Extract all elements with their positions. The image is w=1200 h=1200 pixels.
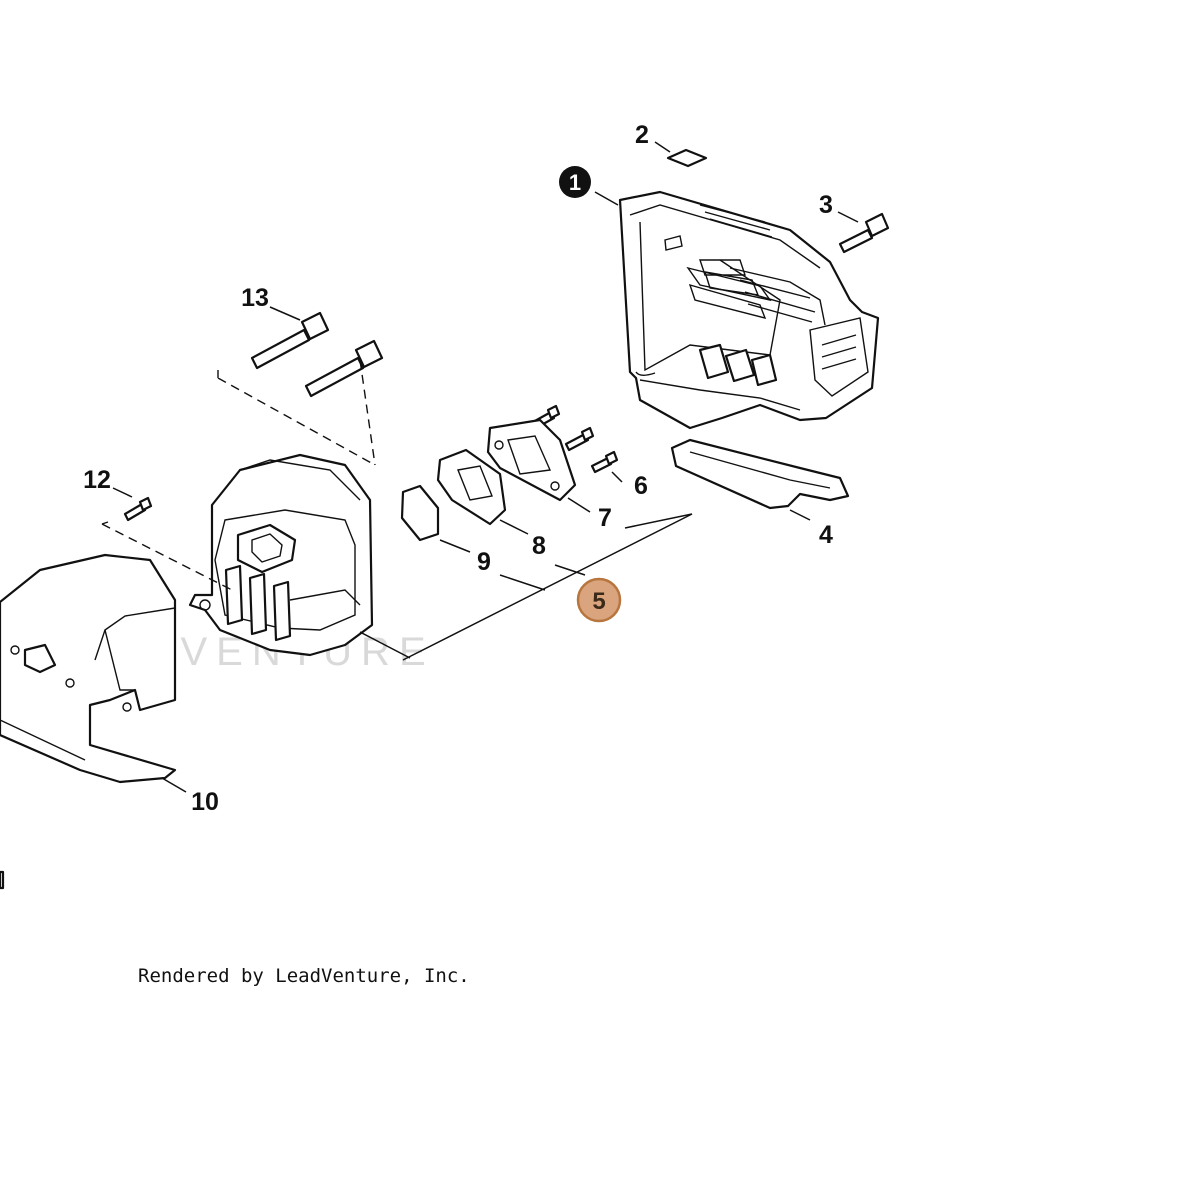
edge-fragment — [0, 870, 5, 890]
part-9-gasket[interactable] — [400, 484, 440, 542]
part-3-screw[interactable] — [838, 212, 890, 254]
callout-4-label[interactable]: 4 — [819, 521, 833, 549]
part-2-label[interactable] — [666, 148, 708, 168]
callout-3-label[interactable]: 3 — [819, 191, 833, 219]
callout-5[interactable]: 5 — [576, 577, 622, 623]
leader-lines — [112, 141, 859, 793]
part-8-gasket[interactable] — [436, 448, 507, 526]
footer-text: Rendered by LeadVenture, Inc. — [138, 965, 470, 987]
callout-1-badge — [559, 166, 591, 198]
part-1-shroud[interactable] — [618, 190, 880, 430]
callout-8-label[interactable]: 8 — [532, 532, 546, 560]
callout-7-label[interactable]: 7 — [598, 504, 612, 532]
callout-13-label[interactable]: 13 — [241, 284, 269, 312]
part-4-plate[interactable] — [670, 438, 850, 510]
callout-10-label[interactable]: 10 — [191, 788, 219, 816]
callout-12-label[interactable]: 12 — [83, 466, 111, 494]
part-6-screws[interactable] — [531, 404, 619, 474]
part-7-flange[interactable] — [486, 418, 577, 502]
assembly-lines — [101, 359, 376, 591]
part-10-heat-shield[interactable] — [0, 553, 177, 784]
callout-1[interactable]: 1 — [559, 166, 591, 198]
callout-9-label[interactable]: 9 — [477, 548, 491, 576]
callout-5-label: 5 — [592, 588, 605, 615]
part-12-screw[interactable] — [123, 496, 153, 522]
callout-1-label: 1 — [569, 170, 581, 195]
part-13-bolts[interactable] — [250, 311, 384, 398]
callout-5-highlight-badge — [576, 577, 622, 623]
callout-2-label[interactable]: 2 — [635, 121, 649, 149]
muffler-body[interactable] — [188, 453, 374, 657]
callout-6-label[interactable]: 6 — [634, 472, 648, 500]
